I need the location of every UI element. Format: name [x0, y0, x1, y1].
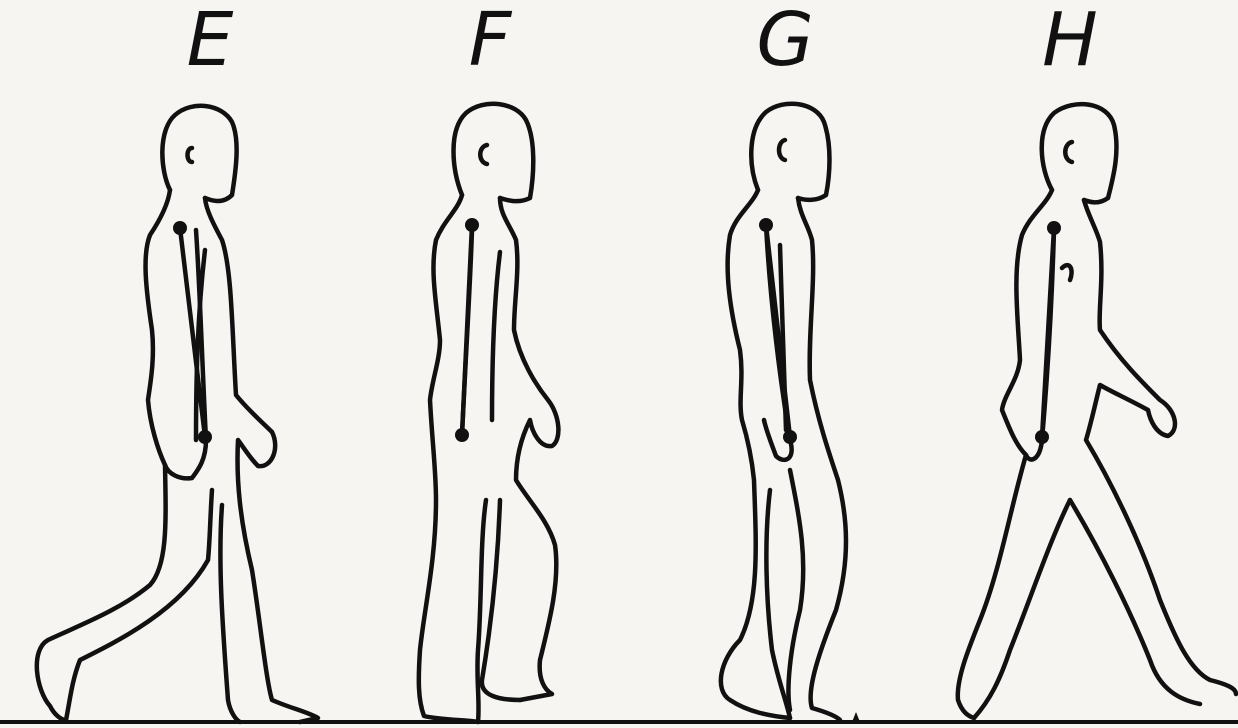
front-outline — [1084, 200, 1236, 694]
front-leg-inner — [788, 470, 803, 710]
arm-inner — [492, 252, 500, 420]
front-outline — [500, 198, 558, 700]
axis-bottom-dot — [455, 428, 469, 442]
axis-bottom-dot — [783, 430, 797, 444]
axis-bottom-dot — [1035, 430, 1049, 444]
face-mark — [480, 145, 487, 164]
rear-leg — [974, 500, 1070, 718]
head — [751, 104, 829, 200]
front-outline — [798, 198, 846, 720]
posture-axis — [462, 225, 472, 435]
arm-inner — [1062, 265, 1072, 280]
back-outline — [37, 190, 170, 720]
head — [454, 104, 534, 201]
axis-top-dot — [1047, 221, 1061, 235]
posture-axis — [766, 225, 790, 437]
axis-top-dot — [759, 218, 773, 232]
face-mark — [779, 140, 785, 160]
axis-top-dot — [173, 221, 187, 235]
face-mark — [1065, 142, 1072, 162]
walking-figure-f — [419, 104, 559, 722]
head — [162, 106, 236, 201]
axis-top-dot — [465, 218, 479, 232]
front-leg-inner — [220, 505, 240, 722]
head — [1042, 104, 1117, 202]
front-leg-inner — [482, 500, 520, 700]
face-mark — [188, 148, 193, 162]
ground-marker — [852, 712, 860, 722]
walking-figure-e — [37, 106, 318, 722]
walking-figure-g — [721, 104, 846, 720]
posture-axis — [1042, 228, 1054, 437]
axis-bottom-dot — [198, 430, 212, 444]
walking-figure-h — [958, 104, 1236, 718]
back-leg-inner — [66, 490, 212, 720]
